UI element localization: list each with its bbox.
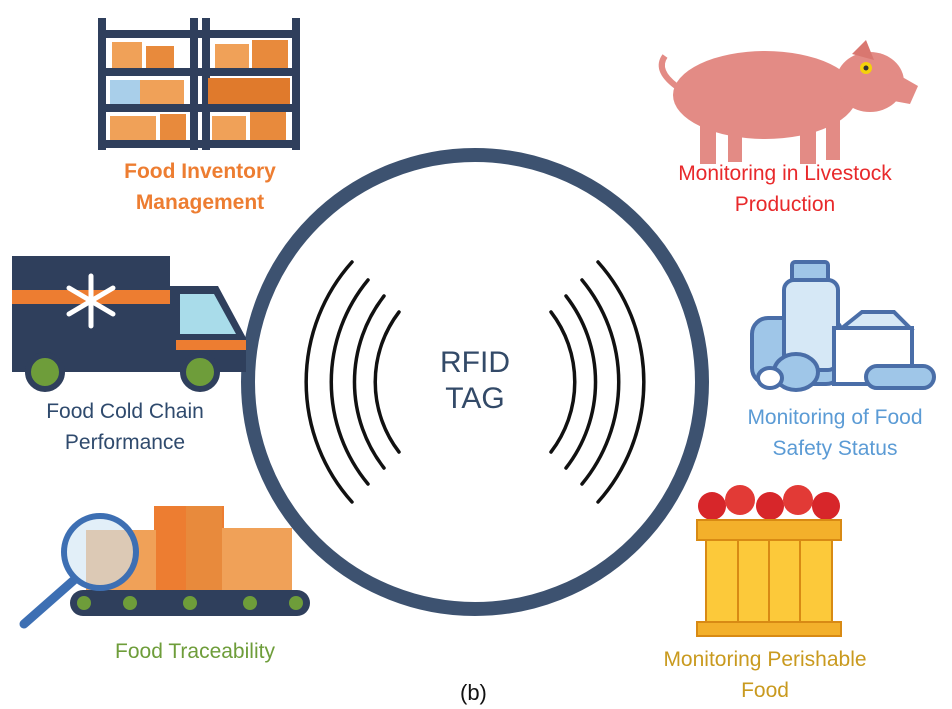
perishable-food-line2: Food (741, 679, 789, 702)
rf-waves-left-icon (304, 260, 401, 504)
livestock-line1: Monitoring in Livestock (678, 162, 892, 185)
figure-caption: (b) (460, 680, 487, 705)
livestock-label: Monitoring in Livestock Production (640, 158, 930, 220)
cold-chain-label: Food Cold Chain Performance (0, 396, 250, 458)
food-inventory-label: Food Inventory Management (80, 156, 320, 218)
rfid-tag-label: RFID TAG (400, 345, 550, 417)
food-safety-label: Monitoring of Food Safety Status (720, 402, 950, 464)
refrigerated-truck-icon (12, 256, 246, 392)
food-safety-line1: Monitoring of Food (747, 406, 923, 429)
rfid-tag-ring (241, 148, 709, 616)
cold-chain-line2: Performance (64, 431, 186, 454)
conveyor-magnifier-icon (19, 506, 310, 629)
apple-crate-icon (696, 485, 842, 637)
perishable-food-label: Monitoring Perishable Food (630, 644, 900, 706)
food-traceability-line1: Food Traceability (115, 640, 275, 663)
rfid-tag-line1: RFID (440, 346, 510, 379)
pig-icon (658, 40, 918, 164)
livestock-line2: Production (734, 193, 836, 216)
rf-waves-right-icon (549, 260, 646, 504)
food-containers-icon (750, 260, 936, 392)
perishable-food-line1: Monitoring Perishable (663, 648, 867, 671)
food-traceability-label: Food Traceability (80, 636, 310, 667)
cold-chain-line1: Food Cold Chain (46, 400, 204, 423)
food-inventory-line2: Management (135, 191, 265, 214)
warehouse-shelf-icon (98, 18, 300, 150)
food-safety-line2: Safety Status (772, 437, 898, 460)
rfid-tag-line2: TAG (445, 382, 505, 415)
food-inventory-line1: Food Inventory (124, 160, 276, 183)
